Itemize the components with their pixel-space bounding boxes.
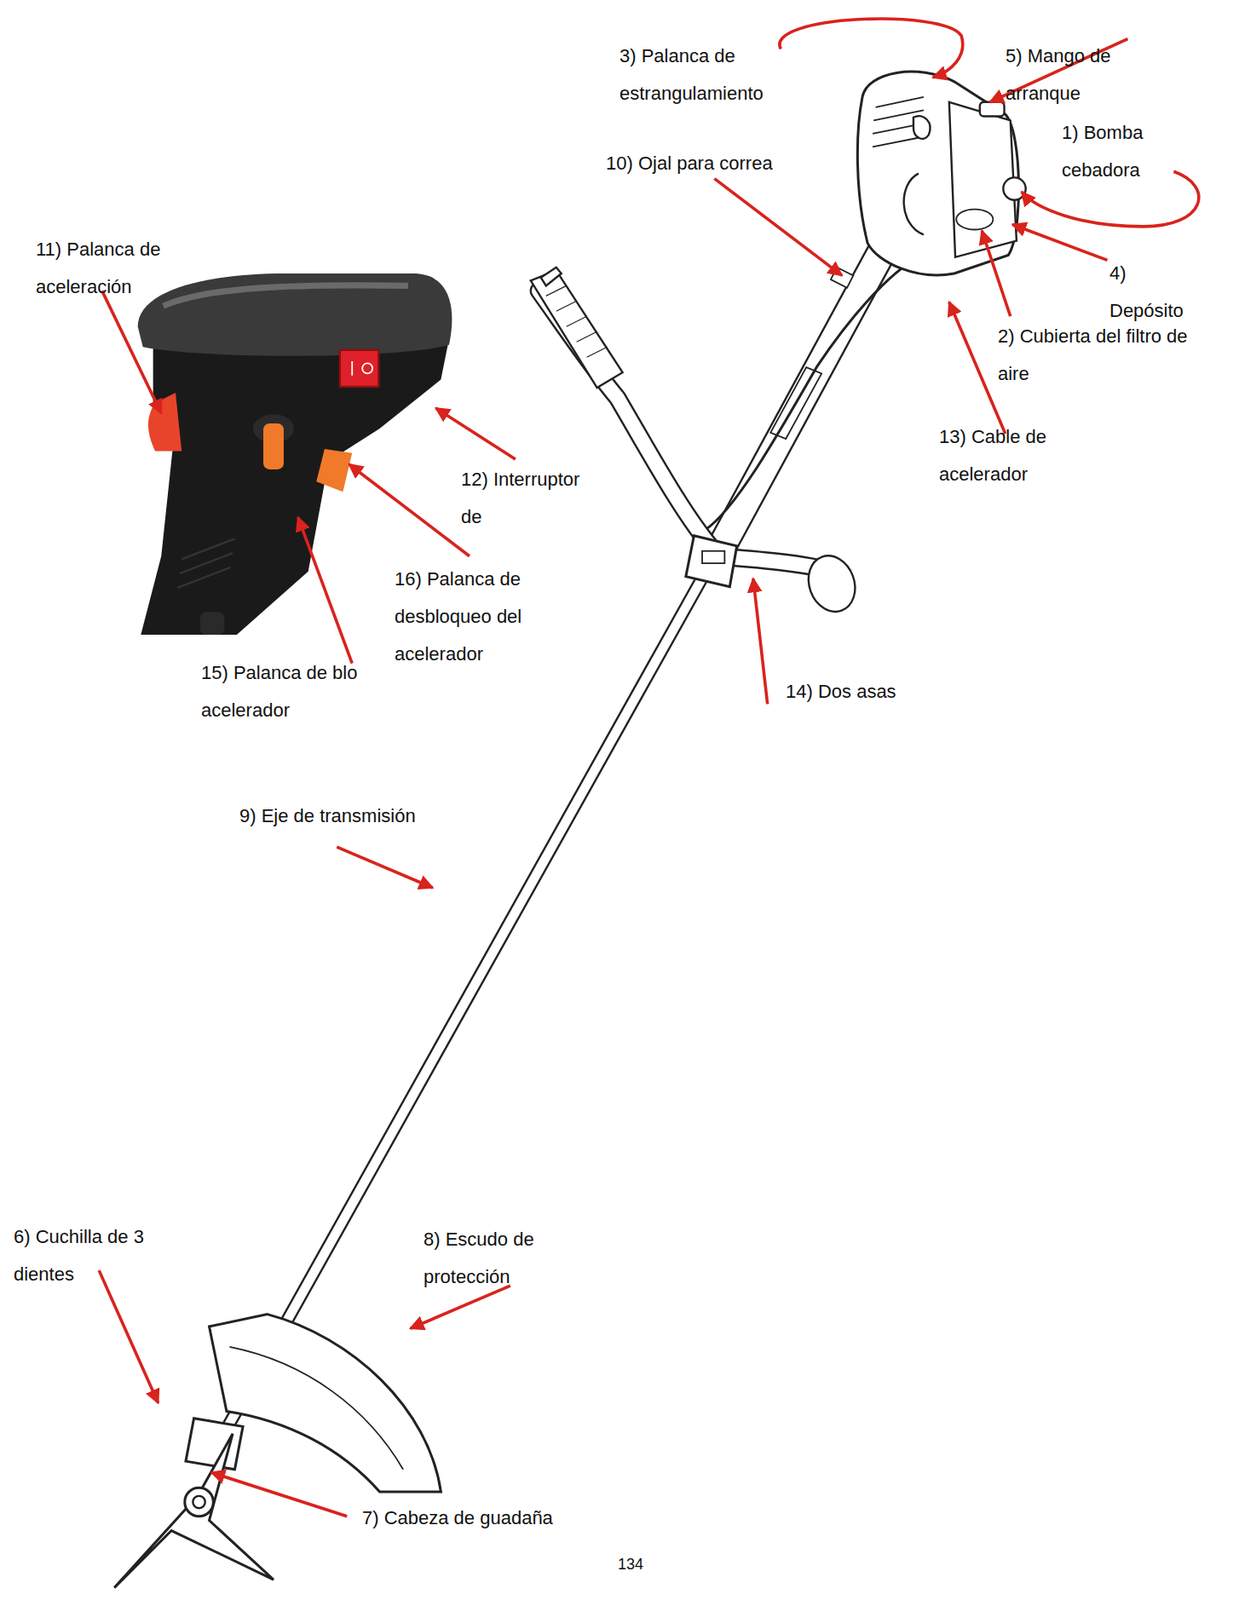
- leader-arrow: [779, 18, 963, 78]
- throttle-grip: [362, 363, 373, 374]
- leader-arrow: [1012, 224, 1107, 261]
- leader-arrow: [409, 1285, 510, 1329]
- leader-arrow: [753, 578, 768, 704]
- throttle-grip: [177, 538, 235, 588]
- leader-arrow: [298, 517, 352, 663]
- part-label: 7) Cabeza de guadaña: [362, 1499, 635, 1538]
- loop-handle: [546, 285, 567, 296]
- engine: [904, 173, 924, 236]
- throttle-grip: [351, 361, 353, 376]
- leader-arrow: [981, 230, 1011, 317]
- engine: [913, 115, 931, 139]
- engine: [956, 209, 993, 231]
- loop-handle: [556, 300, 577, 312]
- leader-arrow: [714, 178, 842, 277]
- loop-handle: [530, 270, 623, 388]
- drive-shaft: [716, 236, 891, 557]
- cutting-head: [114, 1434, 274, 1589]
- leader-arrow: [98, 1270, 158, 1404]
- drive-shaft: [216, 556, 715, 1448]
- part-label: 10) Ojal para correa: [605, 144, 862, 183]
- part-label: 16) Palanca de desbloqueo del acelerador: [394, 560, 536, 674]
- part-label: 9) Eje de transmisión: [239, 797, 496, 836]
- leader-arrow: [949, 302, 1006, 435]
- cutting-head: [192, 1496, 205, 1509]
- throttle-grip: [163, 285, 409, 307]
- drive-shaft: [216, 556, 715, 1448]
- throttle-grip: [263, 423, 284, 470]
- cutting-head: [114, 1314, 441, 1589]
- engine: [857, 71, 1019, 276]
- leader-arrow: [435, 408, 515, 460]
- loop-handle: [541, 267, 562, 287]
- loop-handle: [530, 267, 864, 619]
- loop-handle: [566, 316, 588, 327]
- part-label: 6) Cuchilla de 3 dientes: [13, 1218, 159, 1294]
- page-number: 134: [617, 1545, 686, 1584]
- part-label: 2) Cubierta del filtro de aire: [997, 317, 1207, 393]
- leader-arrow: [98, 18, 1199, 1517]
- cutting-head: [229, 1347, 404, 1470]
- part-label: 15) Palanca de blo acelerador: [201, 654, 372, 730]
- leader-arrow: [349, 464, 470, 557]
- cutting-head: [184, 1487, 214, 1517]
- loop-handle: [587, 346, 608, 358]
- throttle-grip: [148, 392, 182, 451]
- leader-arrow: [336, 847, 433, 888]
- loop-handle: [702, 551, 725, 564]
- drive-shaft: [716, 236, 891, 557]
- throttle-cable: [612, 254, 924, 531]
- cutting-head: [209, 1314, 442, 1493]
- part-label: 8) Escudo de protección: [423, 1221, 569, 1297]
- part-label: 12) Interruptor de: [461, 461, 602, 536]
- leader-arrow: [102, 290, 162, 414]
- loop-handle: [685, 535, 738, 588]
- part-label: 3) Palanca de estrangulamiento: [619, 37, 790, 113]
- loop-handle: [801, 549, 863, 619]
- throttle-grip: [138, 273, 453, 357]
- part-label: 4) Depósito: [1109, 254, 1161, 330]
- part-label: 1) Bomba cebadora: [1061, 114, 1182, 190]
- part-label: 14) Dos asas: [785, 673, 974, 711]
- part-label: 13) Cable de acelerador: [939, 418, 1084, 494]
- engine: [1002, 177, 1026, 200]
- engine: [857, 71, 1026, 276]
- cutting-head: [185, 1418, 243, 1470]
- throttle-grip: [140, 339, 450, 635]
- leader-arrow: [211, 1472, 347, 1517]
- throttle-cable: [612, 254, 924, 531]
- engine: [872, 136, 924, 147]
- part-label: 11) Palanca de aceleración: [35, 230, 198, 306]
- engine: [875, 97, 924, 108]
- engine: [979, 102, 1005, 117]
- loop-handle: [576, 331, 598, 342]
- throttle-grip: [340, 350, 380, 387]
- throttle-grip: [316, 449, 352, 492]
- part-label: 5) Mango de arranque: [1005, 37, 1142, 113]
- throttle-grip: [200, 612, 225, 635]
